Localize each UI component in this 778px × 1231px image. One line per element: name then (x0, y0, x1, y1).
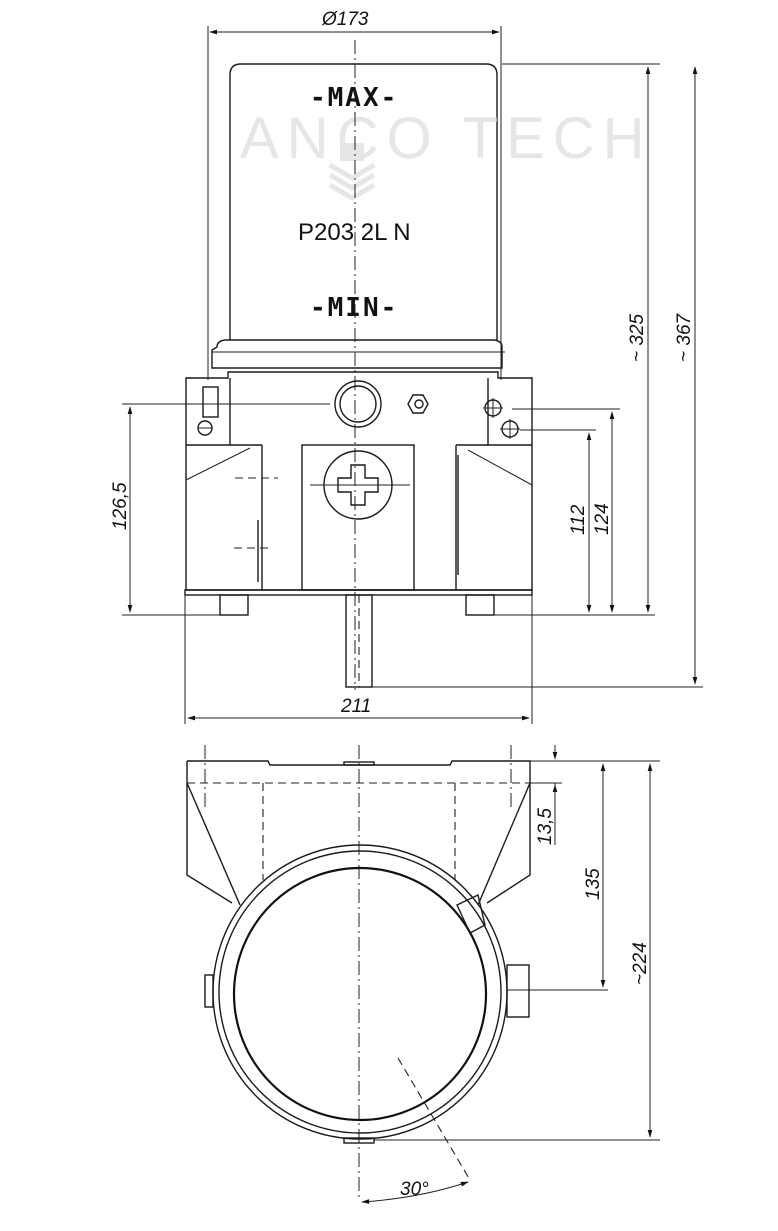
dim-126-5: 126,5 (110, 482, 131, 530)
pump-body (185, 371, 533, 591)
dim-135: 135 (583, 868, 604, 900)
watermark: ANCO TECH (240, 106, 653, 171)
dim-211: 211 (340, 696, 371, 717)
dim-325: ~ 325 (627, 313, 648, 362)
dim-124: 124 (592, 503, 613, 535)
dim-112: 112 (568, 504, 589, 535)
front-view: ANCO TECH -MAX- P203 2L N -MIN- (110, 9, 703, 724)
dim-13-5: 13,5 (535, 808, 556, 845)
dim-diameter-173: Ø173 (321, 9, 369, 30)
max-label: -MAX- (310, 83, 398, 113)
grease-nipple-icon (407, 394, 429, 414)
dim-367: ~ 367 (674, 312, 695, 362)
top-view: 30° 13,5 135 ~224 (186, 745, 660, 1204)
reservoir-ring (212, 844, 508, 1140)
model-label: P203 2L N (298, 219, 411, 246)
reservoir (211, 63, 660, 369)
dim-224: ~224 (630, 942, 651, 985)
min-label: -MIN- (310, 293, 398, 323)
phillips-screw-icon (337, 464, 379, 506)
dim-angle-30: 30° (400, 1179, 429, 1200)
watermark-chevron-icon (328, 143, 376, 201)
